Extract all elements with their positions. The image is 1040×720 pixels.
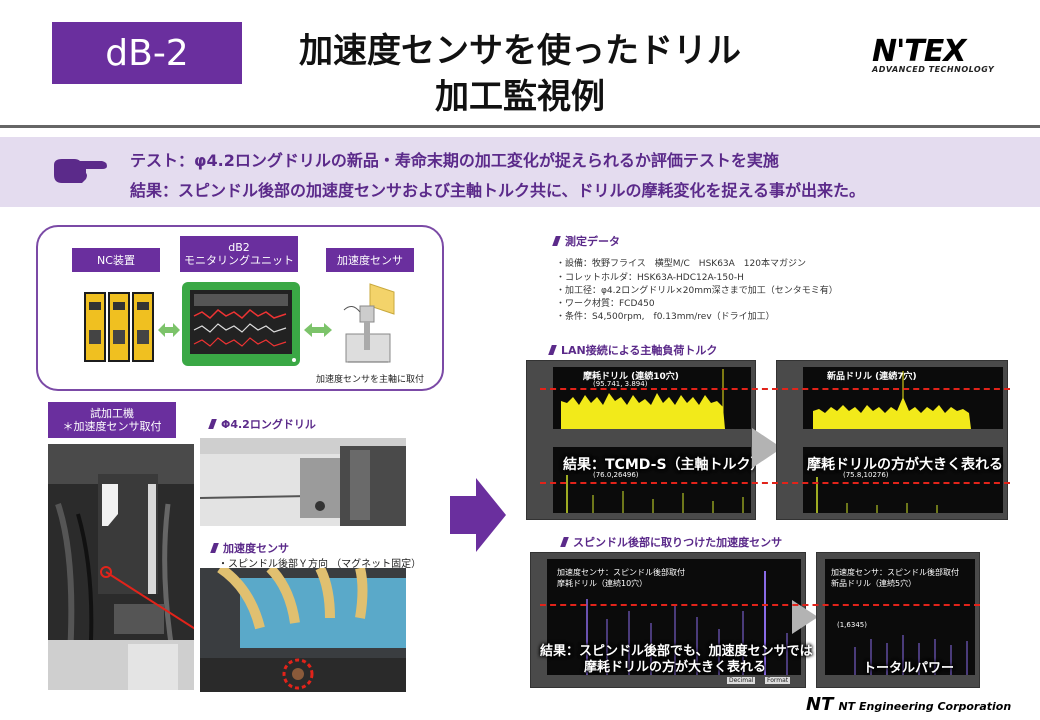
title-line-2: 加工監視例 [435,77,605,117]
plot-area: 摩耗ドリル (連続10穴) (95.741, 3.894) [553,367,751,429]
accel-mount-note: 加速度センサを主軸に取付 [316,375,425,385]
machine-label: 試加工機 ＊加速度センサ取付 [48,402,176,438]
measurement-line: ・コレットホルダ：HSK63A-HDC12A-150-H [556,273,744,283]
measurement-line: ・ワーク材質：FCD450 [556,299,655,309]
threshold-line [540,604,980,606]
machine-photo [48,444,194,690]
db2-unit-label: dB2 モニタリングユニット [180,236,298,272]
drill-photo [200,438,406,526]
measurement-line: ・加工径：φ4.2ロングドリル×20mm深さまで加工（センタモミ有） [556,286,838,296]
worn-accel-label-2: 摩耗ドリル（連続10穴） [557,579,648,588]
new-drill-torque-chart: 新品ドリル (連続7穴) (75.8,10276) 摩耗ドリルの方が大きく表れる [776,360,1008,520]
title-line-1: 加速度センサを使ったドリル [299,31,741,71]
ntex-logo: N'TEX ADVANCED TECHNOLOGY [872,34,1002,82]
new-accel-label-2: 新品ドリル（連続5穴） [831,579,917,588]
db2-label-line-1: dB2 [228,241,250,254]
spindle-result-caption: 結果：スピンドル後部でも、加速度センサでは 摩耗ドリルの方が大きく表れる [540,644,813,675]
worn-drill-label: 摩耗ドリル (連続10穴) [583,372,679,382]
drill-tag: Φ4.2ロングドリル [208,416,316,432]
company-mark: NT [806,694,834,715]
threshold-line [540,482,1010,484]
nc-unit-image [84,292,154,362]
summary-result: 結果：スピンドル後部の加速度センサおよび主軸トルク共に、ドリルの摩耗変化を捉える… [130,181,866,200]
machine-label-line-2: ＊加速度センサ取付 [62,420,162,433]
compare-arrow-icon [792,600,818,634]
new-accel-label-1: 加速度センサ：スピンドル後部取付 [831,568,959,577]
spectrum-value-a: (76.0,26496) [593,471,639,479]
logo-sub-text: ADVANCED TECHNOLOGY [872,65,995,74]
spectrum-value-b: (75.8,10276) [843,471,889,479]
decimal-button[interactable]: Decimal [727,677,756,684]
pointing-hand-icon [54,159,107,183]
lan-torque-tag: LAN接続による主軸負荷トルク [548,342,717,358]
format-button[interactable]: Format [765,677,791,684]
plot-area-spectrum: (75.8,10276) [803,447,1003,513]
spectrum-waveform [566,475,744,513]
spindle-photo [200,568,406,692]
summary-test: テスト：φ4.2ロングドリルの新品・寿命末期の加工変化が捉えられるか評価テストを… [130,151,779,170]
plot-area: 加速度センサ：スピンドル後部取付 摩耗ドリル（連続10穴） [547,559,801,675]
header-divider [0,125,1040,128]
page-title: 加速度センサを使ったドリル 加工監視例 [260,28,780,120]
section-badge: dB-2 [52,22,242,84]
nc-unit-label: NC装置 [72,248,160,272]
spindle-accel-tag: スピンドル後部に取りつけた加速度センサ [560,534,782,550]
plot-area-spectrum: (76.0,26496) [553,447,751,513]
measurement-line: ・設備：牧野フライス 横型M/C HSK63A 120本マガジン [556,259,806,269]
plot-area: 新品ドリル (連続7穴) [803,367,1003,429]
plot-area: 加速度センサ：スピンドル後部取付 新品ドリル（連続5穴） (1,6345) [825,559,975,675]
double-arrow-icon [158,323,180,337]
flow-arrow-icon [450,478,506,552]
logo-main-text: N'TEX [872,34,966,69]
torque-waveform [561,369,725,429]
torque-result-caption: 結果：TCMD-S（主軸トルク） [563,457,756,473]
accel-spectrum [854,635,968,675]
accel-direction: ・スピンドル後部Ｙ方向 （マグネット固定） [218,559,422,570]
worn-larger-caption: 摩耗ドリルの方が大きく表れる [807,457,1003,473]
accel-spectrum [586,571,788,675]
accel-sensor-image [343,283,395,363]
worn-drill-torque-chart: 摩耗ドリル (連続10穴) (95.741, 3.894) (76.0,2649… [526,360,756,520]
double-arrow-icon [304,323,332,337]
db2-monitor-image [182,282,300,366]
worn-drill-accel-chart: 加速度センサ：スピンドル後部取付 摩耗ドリル（連続10穴） Decimal Fo… [530,552,806,688]
accel-value-d: (1,6345) [837,621,867,629]
new-drill-label: 新品ドリル (連続7穴) [827,372,917,382]
threshold-line [540,388,1010,390]
total-power-caption: トータルパワー [863,661,955,676]
worn-accel-label-1: 加速度センサ：スピンドル後部取付 [557,568,685,577]
summary-band [0,137,1040,207]
measurement-line: ・条件：S4,500rpm, f0.13mm/rev（ドライ加工） [556,312,775,322]
accel-tag: 加速度センサ [210,540,289,556]
accel-sensor-label: 加速度センサ [326,248,414,272]
db2-label-line-2: モニタリングユニット [184,254,294,267]
company-footer: NT NT Engineering Corporation [806,694,1034,716]
worn-drill-value: (95.741, 3.894) [593,380,648,388]
torque-waveform [813,371,971,429]
compare-arrow-icon [752,428,782,468]
new-drill-accel-chart: 加速度センサ：スピンドル後部取付 新品ドリル（連続5穴） (1,6345) トー… [816,552,980,688]
company-name: NT Engineering Corporation [838,700,1012,713]
measurement-tag: 測定データ [552,233,620,249]
machine-label-line-1: 試加工機 [90,407,134,420]
